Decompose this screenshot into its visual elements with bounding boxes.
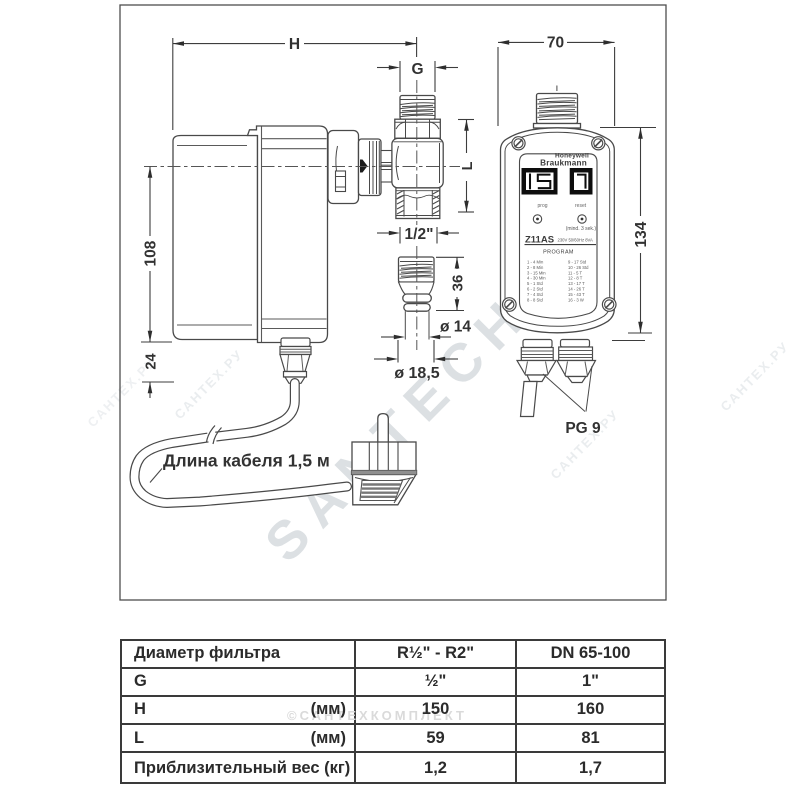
svg-text:PG 9: PG 9 [565, 420, 601, 437]
svg-text:2 - 8 Min: 2 - 8 Min [527, 265, 544, 270]
svg-text:Honeywell: Honeywell [555, 152, 589, 159]
svg-text:H: H [289, 36, 300, 53]
svg-text:4 - 30 Min: 4 - 30 Min [527, 276, 546, 281]
svg-text:prog: prog [538, 203, 548, 209]
svg-text:70: 70 [547, 35, 564, 52]
svg-text:G: G [411, 61, 423, 78]
svg-text:10 - 26 Std: 10 - 26 Std [568, 265, 589, 270]
svg-text:ø 14: ø 14 [440, 319, 471, 336]
svg-text:PROGRAM: PROGRAM [543, 250, 574, 256]
svg-text:7 - 4 Std: 7 - 4 Std [527, 292, 543, 297]
svg-text:3 - 15 Min: 3 - 15 Min [527, 270, 546, 275]
svg-text:134: 134 [633, 221, 650, 247]
svg-text:8 - 8 Std: 8 - 8 Std [527, 297, 543, 302]
svg-text:Длина кабеля 1,5 м: Длина кабеля 1,5 м [163, 451, 330, 471]
svg-text:16 - 3 W: 16 - 3 W [568, 297, 584, 302]
svg-text:ø 18,5: ø 18,5 [394, 365, 439, 382]
svg-text:САНТЕХ.РУ: САНТЕХ.РУ [717, 338, 792, 414]
svg-text:САНТЕХ.РУ: САНТЕХ.РУ [171, 346, 246, 422]
svg-text:108: 108 [142, 240, 159, 266]
svg-text:L: L [460, 161, 476, 170]
svg-text:13 - 17 T: 13 - 17 T [568, 281, 585, 286]
svg-text:1/2": 1/2" [405, 226, 434, 243]
svg-text:1 - 4 Min: 1 - 4 Min [527, 260, 544, 265]
svg-text:230V 50/60Hz 8VA: 230V 50/60Hz 8VA [558, 237, 594, 242]
svg-text:14 - 26 T: 14 - 26 T [568, 287, 585, 292]
svg-text:САНТЕХ.РУ: САНТЕХ.РУ [547, 406, 622, 482]
svg-text:6 - 2 Std: 6 - 2 Std [527, 287, 543, 292]
svg-text:Z11AS: Z11AS [525, 234, 554, 245]
svg-text:(mind. 3 sek.): (mind. 3 sek.) [566, 226, 597, 232]
svg-text:24: 24 [143, 353, 159, 369]
svg-text:15 - 43 T: 15 - 43 T [568, 292, 585, 297]
svg-text:36: 36 [449, 275, 466, 292]
svg-text:Braukmann: Braukmann [540, 159, 587, 168]
svg-text:12 - 8 T: 12 - 8 T [568, 276, 583, 281]
svg-text:5 - 1 Std: 5 - 1 Std [527, 281, 543, 286]
svg-text:reset: reset [575, 203, 587, 209]
svg-text:11 - 5 T: 11 - 5 T [568, 270, 582, 275]
svg-text:9 - 17 Std: 9 - 17 Std [568, 260, 587, 265]
